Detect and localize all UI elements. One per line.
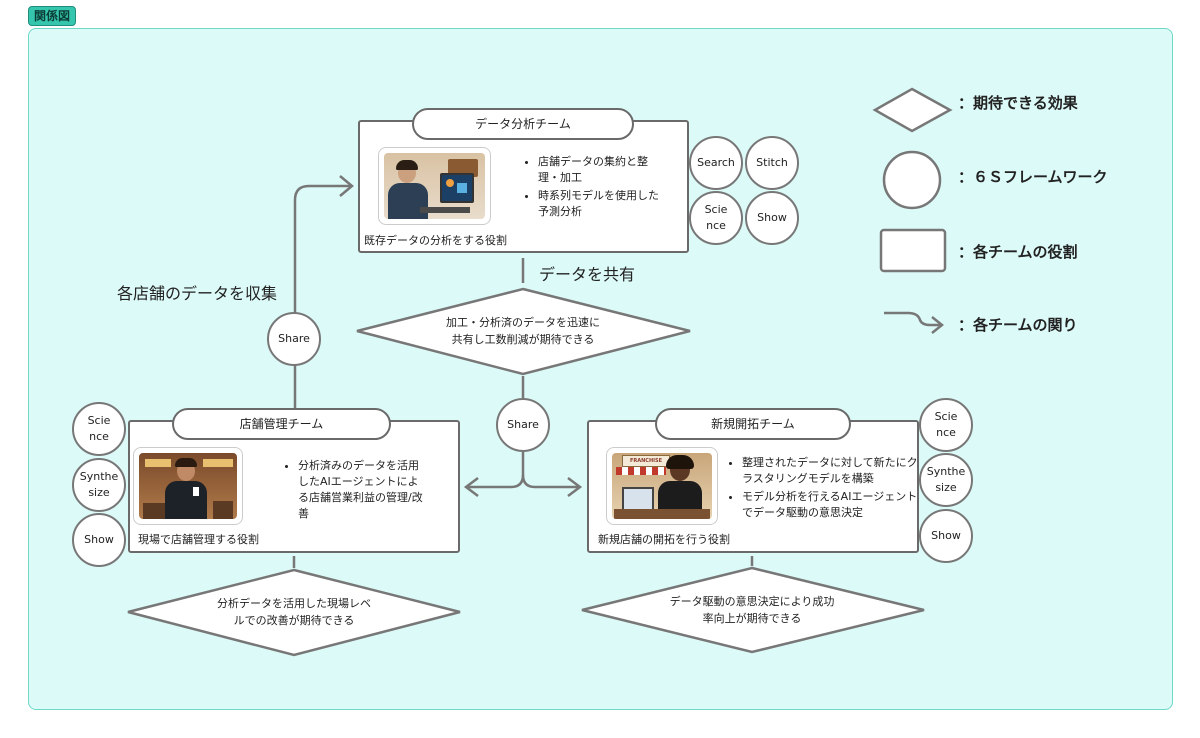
analysis-6s-show: Show: [745, 191, 799, 245]
diagram-tag: 関係図: [28, 6, 77, 26]
legend-diamond-label: ：期待できる効果: [958, 94, 1078, 112]
newdev-6s-synthesize: Synthe size: [919, 453, 973, 507]
analysis-bullet-1: 店舗データの集約と整理・加工: [538, 154, 666, 186]
legend-circle-label: ：６Ｓフレームワーク: [958, 168, 1108, 186]
franchise-sign: FRANCHISE: [622, 455, 670, 467]
analysis-team-title: データ分析チーム: [412, 108, 634, 140]
analysis-team-caption: 既存データの分析をする役割: [364, 234, 507, 247]
legend-rect-label: ：各チームの役割: [958, 243, 1078, 261]
center-effect-text: 加工・分析済のデータを迅速に 共有し工数削減が期待できる: [446, 316, 600, 346]
newdev-6s-show: Show: [919, 509, 973, 563]
right-effect-text: データ駆動の意思決定により成功 率向上が期待できる: [669, 595, 835, 625]
newdev-team-photo: FRANCHISE: [606, 447, 718, 525]
store-6s-synthesize: Synthe size: [72, 458, 126, 512]
share-circle-left: Share: [267, 312, 321, 366]
store-team-title: 店舗管理チーム: [172, 408, 391, 440]
newdev-6s-science: Scie nce: [919, 398, 973, 452]
left-effect-text: 分析データを活用した現場レベ ルでの改善が期待できる: [217, 597, 371, 627]
newdev-bullet-2: モデル分析を行えるAIエージェントでデータ駆動の意思決定: [742, 489, 922, 521]
analysis-team-photo: [378, 147, 491, 225]
store-team-bullets: 分析済みのデータを活用したAIエージェントによる店舗営業利益の管理/改善: [284, 458, 426, 524]
store-6s-science: Scie nce: [72, 402, 126, 456]
share-data-label: データを共有: [539, 265, 636, 284]
analysis-6s-stitch: Stitch: [745, 136, 799, 190]
legend-arrow-label: ：各チームの関り: [958, 316, 1078, 334]
analysis-6s-search: Search: [689, 136, 743, 190]
collect-data-label: 各店舗のデータを収集: [117, 284, 278, 303]
analysis-6s-science: Scie nce: [689, 191, 743, 245]
newdev-bullet-1: 整理されたデータに対して新たにクラスタリングモデルを構築: [742, 455, 922, 487]
store-6s-show: Show: [72, 513, 126, 567]
analysis-bullet-2: 時系列モデルを使用した予測分析: [538, 188, 666, 220]
store-bullet-1: 分析済みのデータを活用したAIエージェントによる店舗営業利益の管理/改善: [298, 458, 426, 522]
share-circle-center: Share: [496, 398, 550, 452]
analysis-team-bullets: 店舗データの集約と整理・加工 時系列モデルを使用した予測分析: [524, 154, 666, 222]
newdev-team-caption: 新規店舗の開拓を行う役割: [598, 533, 730, 546]
store-team-photo: [133, 447, 243, 525]
newdev-team-bullets: 整理されたデータに対して新たにクラスタリングモデルを構築 モデル分析を行えるAI…: [728, 455, 922, 523]
newdev-team-title: 新規開拓チーム: [655, 408, 851, 440]
store-team-caption: 現場で店舗管理する役割: [138, 533, 259, 546]
